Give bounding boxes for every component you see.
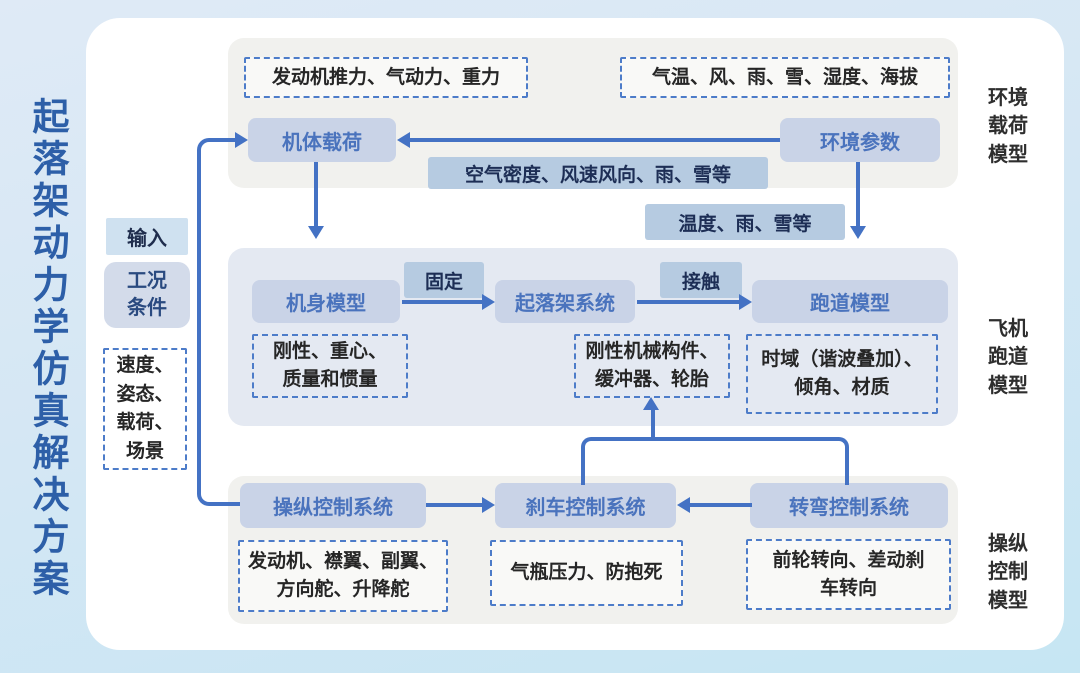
runway-props-box: 时域（谐波叠加）、 倾角、材质 xyxy=(746,334,938,414)
control-to-gear-up-line xyxy=(651,410,655,439)
steering-system-node: 操纵控制系统 xyxy=(240,483,426,528)
fixed-label: 固定 xyxy=(404,262,484,298)
body-load-down-arrowhead xyxy=(308,226,324,239)
brake-props-box: 气瓶压力、防抱死 xyxy=(490,540,683,606)
control-to-gear-bracket xyxy=(581,437,849,485)
turn-system-node: 转弯控制系统 xyxy=(750,483,948,528)
steering-to-brake-line xyxy=(426,503,482,507)
condition-items-box: 速度、 姿态、 载荷、 场景 xyxy=(103,348,187,470)
contact-label: 接触 xyxy=(660,262,742,298)
env-to-body-arrowhead xyxy=(397,132,410,148)
gear-props-box: 刚性机械构件、 缓冲器、轮胎 xyxy=(574,334,730,398)
env-params-down-line xyxy=(856,162,860,228)
fuselage-to-gear-arrowhead xyxy=(482,294,495,310)
env-to-body-line xyxy=(410,138,780,142)
input-trunk-connector xyxy=(197,138,241,506)
air-density-label: 空气密度、风速风向、雨、雪等 xyxy=(428,157,768,189)
runway-model-node: 跑道模型 xyxy=(752,280,948,323)
gear-to-runway-arrowhead xyxy=(739,294,752,310)
steering-props-box: 发动机、襟翼、副翼、 方向舵、升降舵 xyxy=(238,540,448,612)
fuselage-props-box: 刚性、重心、 质量和惯量 xyxy=(252,334,408,398)
gear-to-runway-line xyxy=(637,300,739,304)
environment-model-label: 环境 载荷 模型 xyxy=(988,87,1028,166)
turn-to-brake-line xyxy=(690,503,752,507)
env-params-node: 环境参数 xyxy=(780,118,940,162)
control-to-gear-up-arrowhead xyxy=(643,397,659,410)
fuselage-model-node: 机身模型 xyxy=(252,280,400,323)
gear-system-node: 起落架系统 xyxy=(495,280,635,323)
turn-props-box: 前轮转向、差动刹 车转向 xyxy=(746,539,951,610)
runway-model-label: 飞机 跑道 模型 xyxy=(988,318,1028,397)
brake-system-node: 刹车控制系统 xyxy=(495,483,676,528)
temperature-label: 温度、雨、雪等 xyxy=(645,204,845,240)
page-title: 起落架动力学仿真解决方案 xyxy=(27,97,68,601)
condition-box: 工况 条件 xyxy=(104,262,190,328)
body-load-down-line xyxy=(314,162,318,228)
trunk-arrowhead-to-body-load xyxy=(235,132,248,148)
engine-inputs-box: 发动机推力、气动力、重力 xyxy=(244,57,528,98)
steering-to-brake-arrowhead xyxy=(482,497,495,513)
weather-inputs-box: 气温、风、雨、雪、湿度、海拔 xyxy=(620,57,950,98)
body-load-node: 机体载荷 xyxy=(248,118,396,162)
fuselage-to-gear-line xyxy=(402,300,482,304)
turn-to-brake-arrowhead xyxy=(677,497,690,513)
input-label: 输入 xyxy=(106,218,188,255)
env-params-down-arrowhead xyxy=(850,226,866,239)
control-model-label: 操纵 控制 模型 xyxy=(988,533,1028,612)
